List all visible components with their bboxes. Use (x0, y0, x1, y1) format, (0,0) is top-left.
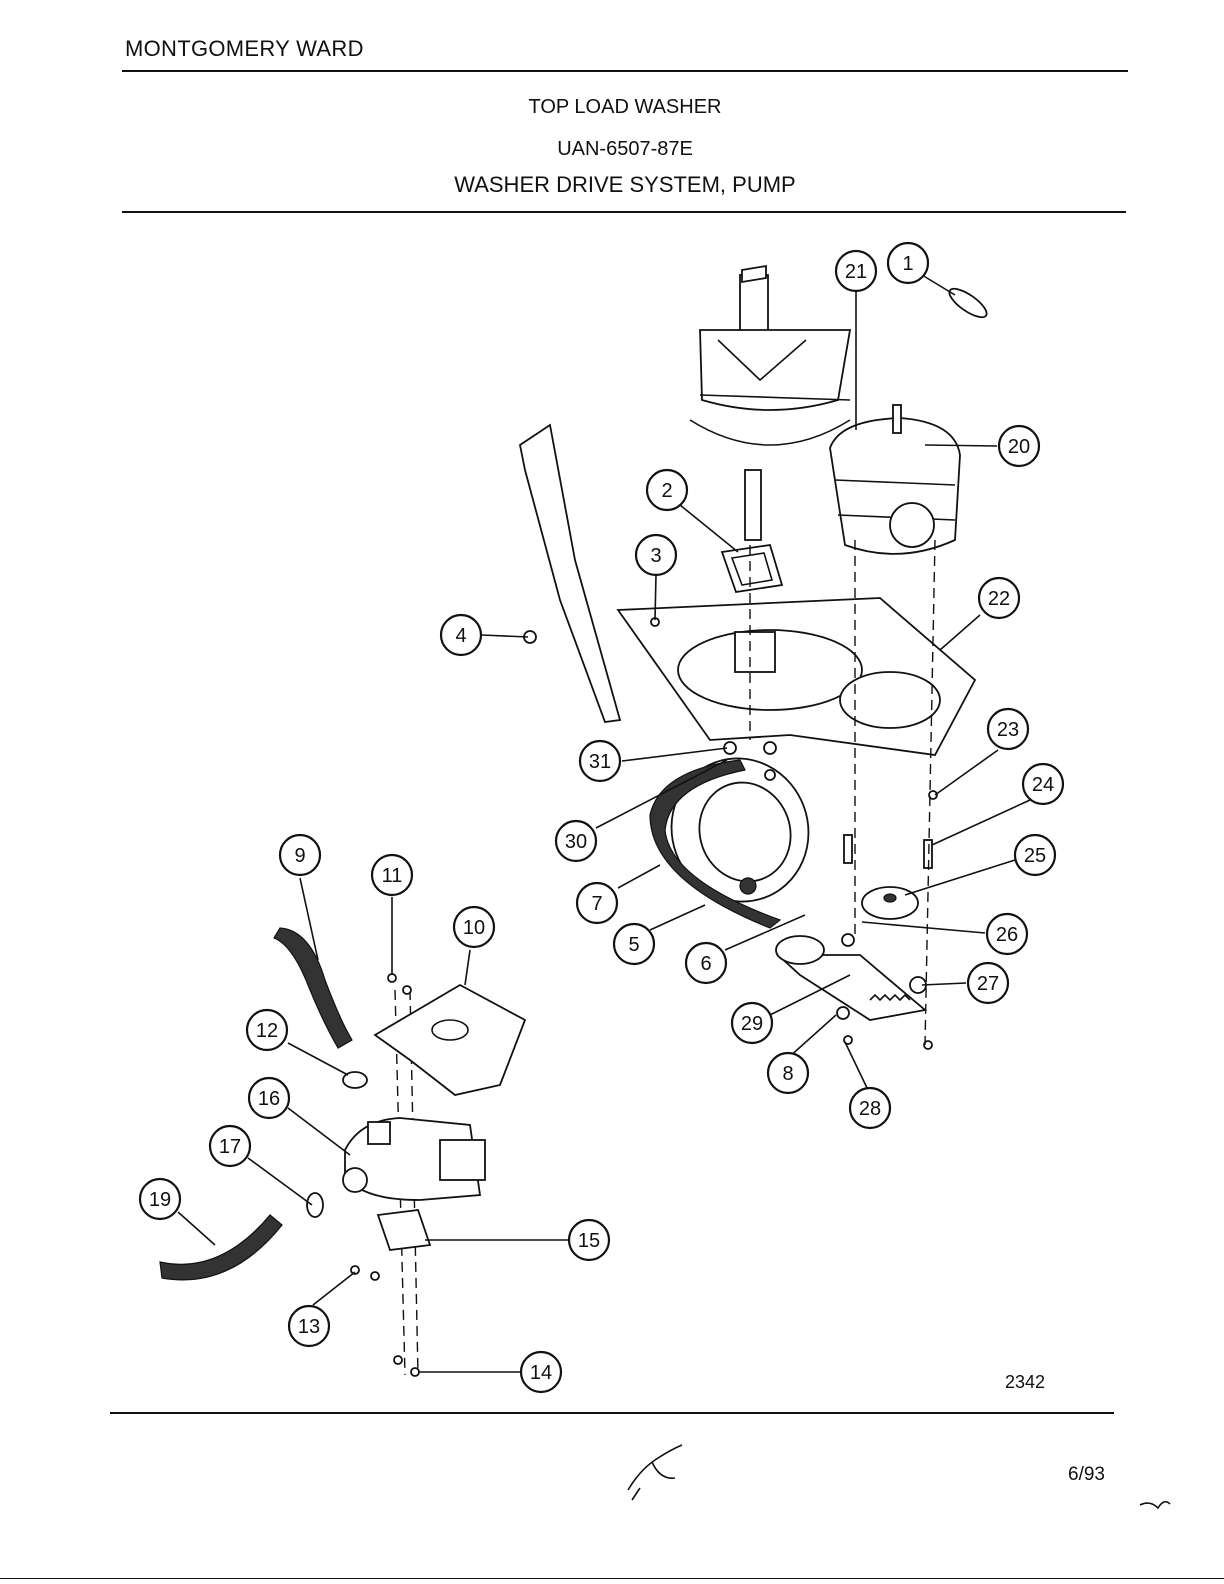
callout-7: 7 (575, 881, 619, 925)
callout-12: 12 (245, 1008, 289, 1052)
svg-text:6: 6 (700, 953, 711, 975)
svg-text:21: 21 (845, 261, 867, 283)
callout-5: 5 (612, 922, 656, 966)
part-clamp-12 (342, 1071, 368, 1089)
part-bracket (518, 423, 622, 723)
svg-text:16: 16 (258, 1088, 280, 1110)
callout-15: 15 (567, 1218, 611, 1262)
callout-1: 1 (886, 241, 930, 285)
callout-25: 25 (1013, 833, 1057, 877)
callout-30: 30 (554, 819, 598, 863)
svg-text:15: 15 (578, 1230, 600, 1252)
page-bottom-rule (0, 1578, 1224, 1579)
svg-text:26: 26 (996, 924, 1018, 946)
callout-26: 26 (985, 912, 1029, 956)
part-clip (948, 287, 988, 319)
callout-23: 23 (986, 707, 1030, 751)
part-hose-lower (159, 1214, 283, 1281)
model-number: UAN-6507-87E (557, 138, 693, 160)
svg-text:8: 8 (782, 1063, 793, 1085)
svg-text:20: 20 (1008, 436, 1030, 458)
svg-text:13: 13 (298, 1316, 320, 1338)
svg-text:29: 29 (741, 1013, 763, 1035)
callout-29: 29 (730, 1001, 774, 1045)
footer-rule (110, 1412, 1114, 1414)
callout-31: 31 (578, 739, 622, 783)
diagram-number: 2342 (1005, 1372, 1046, 1392)
callout-20: 20 (997, 424, 1041, 468)
part-clamp-17 (306, 1192, 324, 1218)
section-title: WASHER DRIVE SYSTEM, PUMP (454, 172, 796, 197)
callout-10: 10 (452, 905, 496, 949)
svg-text:25: 25 (1024, 845, 1046, 867)
svg-text:19: 19 (149, 1189, 171, 1211)
callout-6: 6 (684, 941, 728, 985)
svg-text:17: 17 (219, 1136, 241, 1158)
header-rule-top (122, 70, 1128, 72)
callout-8: 8 (766, 1051, 810, 1095)
callout-2: 2 (645, 468, 689, 512)
callout-13: 13 (287, 1304, 331, 1348)
svg-text:22: 22 (988, 588, 1010, 610)
callout-22: 22 (977, 576, 1021, 620)
svg-text:27: 27 (977, 973, 999, 995)
callout-24: 24 (1021, 762, 1065, 806)
part-mounting-bracket (376, 1209, 432, 1251)
callout-9: 9 (278, 833, 322, 877)
part-pump (342, 1117, 486, 1201)
svg-text:30: 30 (565, 831, 587, 853)
svg-text:23: 23 (997, 719, 1019, 741)
handwritten-mark-2 (1139, 1500, 1171, 1510)
callout-21: 21 (834, 249, 878, 293)
svg-text:28: 28 (859, 1098, 881, 1120)
callout-28: 28 (848, 1086, 892, 1130)
svg-text:11: 11 (382, 865, 403, 887)
part-idler-arm (775, 954, 928, 1021)
header-rule-bottom (122, 211, 1126, 213)
callout-27: 27 (966, 961, 1010, 1005)
callout-17: 17 (208, 1124, 252, 1168)
part-drive-pulley (649, 757, 810, 929)
svg-text:3: 3 (650, 545, 661, 567)
leader-lines (177, 274, 1031, 1373)
svg-text:1: 1 (902, 253, 913, 275)
callout-16: 16 (247, 1076, 291, 1120)
svg-text:12: 12 (256, 1020, 278, 1042)
svg-text:7: 7 (591, 893, 602, 915)
part-transmission (689, 264, 852, 541)
callout-19: 19 (138, 1177, 182, 1221)
part-hose-upper (273, 927, 353, 1049)
svg-text:31: 31 (589, 751, 611, 773)
svg-text:24: 24 (1032, 774, 1054, 796)
part-drawings (159, 264, 988, 1377)
svg-text:14: 14 (530, 1362, 552, 1384)
part-motor (829, 404, 961, 555)
svg-text:5: 5 (628, 934, 639, 956)
svg-text:4: 4 (455, 625, 466, 647)
part-coupling (720, 543, 784, 594)
callout-14: 14 (519, 1350, 563, 1394)
page-title: TOP LOAD WASHER (528, 96, 722, 118)
callout-4: 4 (439, 613, 483, 657)
callout-11: 11 (370, 853, 414, 897)
brand-name: MONTGOMERY WARD (125, 36, 364, 61)
handwritten-mark (627, 1444, 683, 1501)
callout-3: 3 (634, 533, 678, 577)
revision-date: 6/93 (1068, 1464, 1105, 1485)
svg-text:2: 2 (661, 480, 672, 502)
part-idler-pulley (861, 886, 919, 920)
svg-text:10: 10 (463, 917, 485, 939)
svg-text:9: 9 (294, 845, 305, 867)
